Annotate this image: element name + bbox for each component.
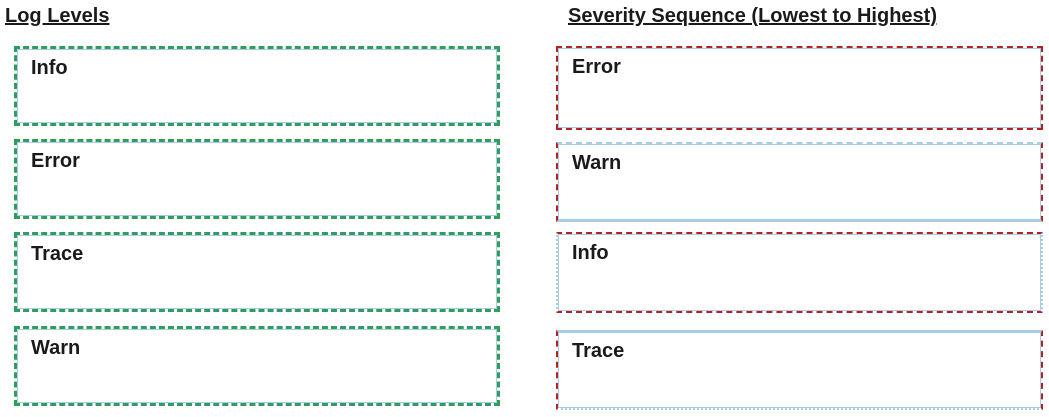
log-level-item-inner-border: [17, 235, 497, 309]
log-level-label: Info: [31, 57, 68, 79]
log-level-item[interactable]: Error: [14, 139, 500, 219]
severity-sequence-slot[interactable]: Error: [556, 46, 1043, 130]
severity-slot-label: Info: [572, 242, 609, 264]
severity-sequence-slot[interactable]: Trace: [556, 330, 1043, 410]
log-level-item-inner-border: [17, 49, 497, 123]
severity-sequence-slot[interactable]: Info: [556, 232, 1043, 313]
severity-slot-inner-border: [558, 234, 1041, 311]
log-level-item-inner-border: [17, 142, 497, 216]
severity-slot-inner-border: [558, 332, 1041, 408]
severity-slot-label: Warn: [572, 152, 622, 174]
log-levels-title: Log Levels: [5, 5, 110, 27]
log-level-item[interactable]: Trace: [14, 232, 500, 312]
log-level-label: Error: [31, 150, 80, 172]
severity-slot-label: Error: [572, 56, 621, 78]
log-level-item[interactable]: Warn: [14, 326, 500, 406]
severity-slot-inner-border: [558, 144, 1041, 220]
severity-slot-label: Trace: [572, 340, 625, 362]
log-level-label: Trace: [31, 243, 84, 265]
log-level-item-inner-border: [17, 329, 497, 403]
severity-slot-inner-border: [558, 48, 1041, 128]
log-level-item[interactable]: Info: [14, 46, 500, 126]
log-level-label: Warn: [31, 337, 81, 359]
severity-sequence-slot[interactable]: Warn: [556, 142, 1043, 222]
severity-sequence-title: Severity Sequence (Lowest to Highest): [568, 5, 937, 27]
